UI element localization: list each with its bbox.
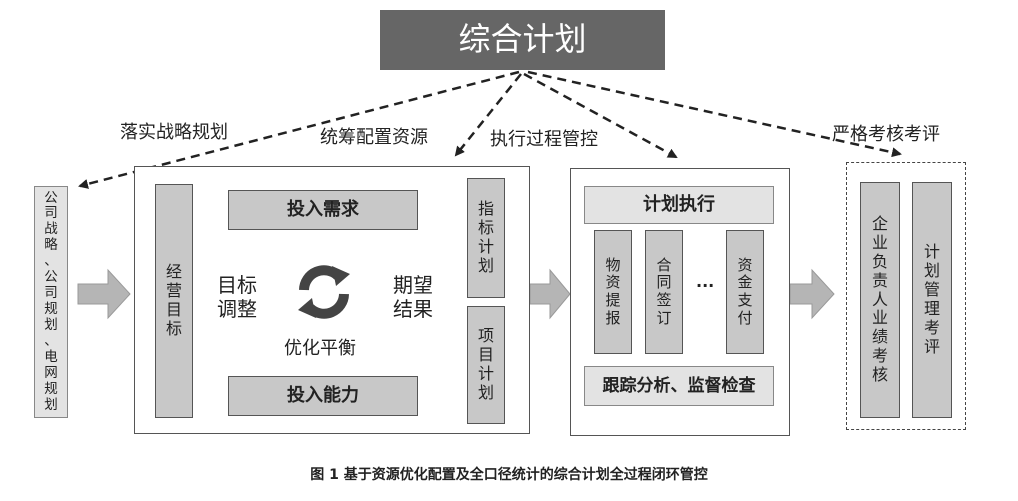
exec-column-3: 资金支付 — [726, 230, 764, 354]
indicator-plan-text: 指标计划 — [477, 199, 494, 275]
exec-column-1-text: 物资提报 — [605, 255, 621, 327]
target-adjust-label: 目标 调整 — [217, 273, 257, 321]
label-strategy: 落实战略规划 — [120, 122, 228, 143]
figure-caption: 图 1 基于资源优化配置及全口径统计的综合计划全过程闭环管控 — [310, 467, 708, 483]
input-capacity-bar: 投入能力 — [228, 376, 418, 416]
label-resources: 统筹配置资源 — [320, 127, 428, 148]
flow-arrow-2 — [529, 268, 571, 320]
optimize-balance-label: 优化平衡 — [284, 338, 356, 359]
exec-ellipsis: ··· — [696, 276, 715, 295]
exec-column-3-text: 资金支付 — [737, 255, 753, 327]
label-assessment: 严格考核考评 — [832, 124, 940, 145]
strategy-text: 公司战略、公司规划、电网规划 — [44, 189, 58, 413]
plan-management-assessment-text: 计划管理考评 — [923, 242, 940, 356]
title-text: 综合计划 — [458, 20, 587, 59]
cycle-icon — [298, 265, 350, 319]
arrow-to-assessment — [527, 70, 902, 158]
business-target-column: 经营目标 — [155, 184, 193, 418]
exec-column-2-text: 合同签订 — [656, 255, 672, 327]
label-process: 执行过程管控 — [490, 129, 598, 150]
expected-result-label: 期望 结果 — [393, 273, 433, 321]
performance-assessment-box: 企业负责人业绩考核 — [860, 182, 900, 418]
plan-execution-header: 计划执行 — [584, 186, 774, 224]
plan-management-assessment-box: 计划管理考评 — [912, 182, 952, 418]
flow-arrow-3 — [789, 268, 835, 320]
project-plan-text: 项目计划 — [477, 326, 494, 402]
input-capacity-text: 投入能力 — [287, 385, 359, 407]
exec-column-1: 物资提报 — [594, 230, 632, 354]
project-plan-box: 项目计划 — [467, 306, 505, 424]
input-demand-text: 投入需求 — [287, 199, 359, 221]
indicator-plan-box: 指标计划 — [467, 178, 505, 298]
tracking-analysis-footer: 跟踪分析、监督检查 — [584, 366, 774, 406]
exec-column-2: 合同签订 — [645, 230, 683, 354]
performance-assessment-text: 企业负责人业绩考核 — [871, 214, 888, 385]
arrow-to-resources — [454, 73, 522, 157]
title-box: 综合计划 — [380, 10, 665, 70]
input-demand-bar: 投入需求 — [228, 190, 418, 230]
flow-arrow-1 — [77, 268, 131, 320]
strategy-box: 公司战略、公司规划、电网规划 — [34, 186, 68, 418]
business-target-text: 经营目标 — [165, 262, 182, 338]
